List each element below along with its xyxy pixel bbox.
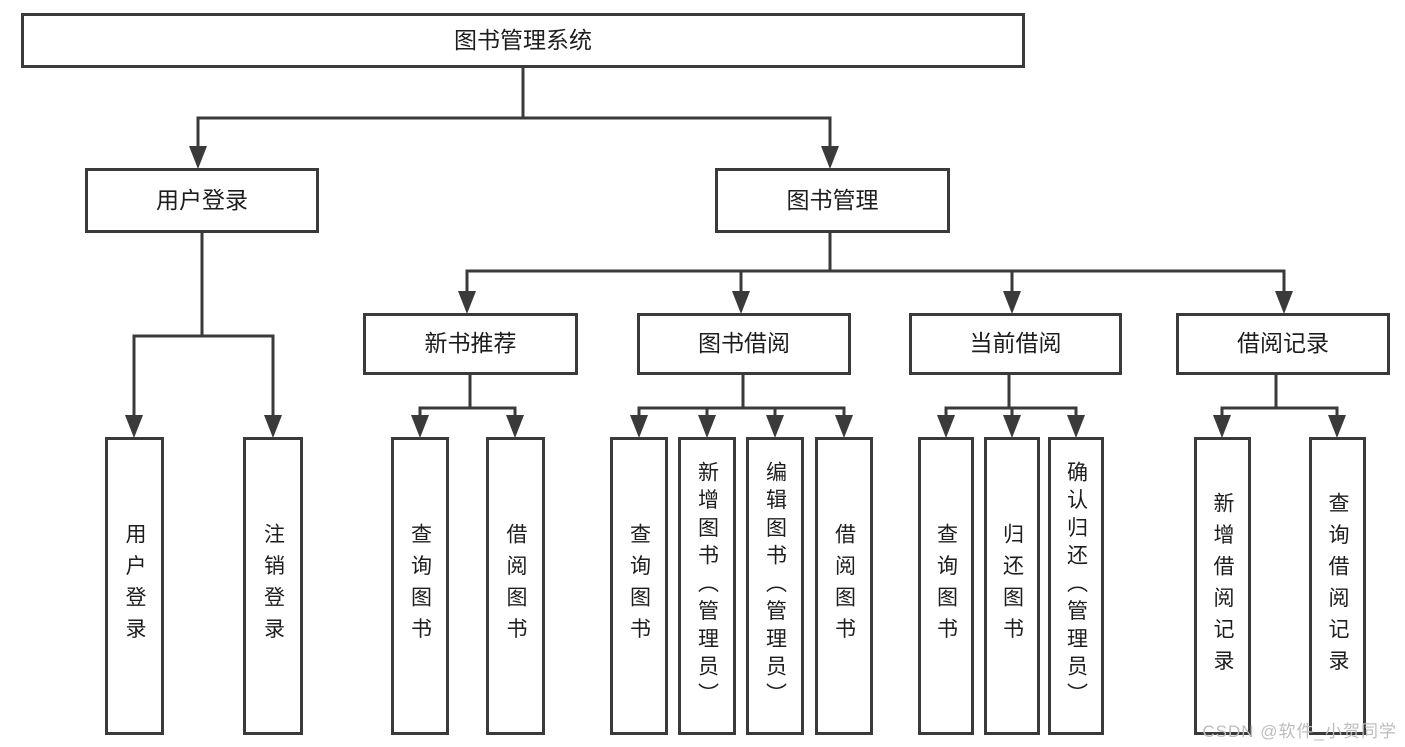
watermark-text: CSDN @软件_小贺同学	[1202, 722, 1397, 741]
node-leaf-query-books-rec: 查询图书	[391, 437, 449, 735]
node-leaf-query-books-bor: 查询图书	[610, 437, 668, 735]
node-leaf-add-books-admin: 新增图书（管理员）	[678, 437, 736, 735]
node-leaf-borrow-books-bor: 借阅图书	[815, 437, 873, 735]
node-leaf-query-borrow-record: 查询借阅记录	[1309, 437, 1366, 735]
node-book-borrowing: 图书借阅	[637, 313, 851, 375]
node-leaf-return-books: 归还图书	[984, 437, 1040, 735]
node-leaf-borrow-books-rec: 借阅图书	[486, 437, 545, 735]
node-system: 图书管理系统	[21, 13, 1025, 68]
node-leaf-user-login: 用户登录	[105, 437, 164, 735]
node-leaf-add-borrow-record: 新增借阅记录	[1194, 437, 1251, 735]
node-book-management: 图书管理	[715, 168, 950, 233]
node-leaf-confirm-return-admin: 确认归还（管理员）	[1048, 437, 1104, 735]
node-user-login: 用户登录	[85, 168, 319, 233]
node-current-borrowing: 当前借阅	[909, 313, 1122, 375]
node-leaf-edit-books-admin: 编辑图书（管理员）	[746, 437, 804, 735]
node-new-book-recommendation: 新书推荐	[363, 313, 578, 375]
node-borrowing-records: 借阅记录	[1176, 313, 1390, 375]
node-leaf-query-books-cur: 查询图书	[918, 437, 974, 735]
node-leaf-logout: 注销登录	[243, 437, 303, 735]
